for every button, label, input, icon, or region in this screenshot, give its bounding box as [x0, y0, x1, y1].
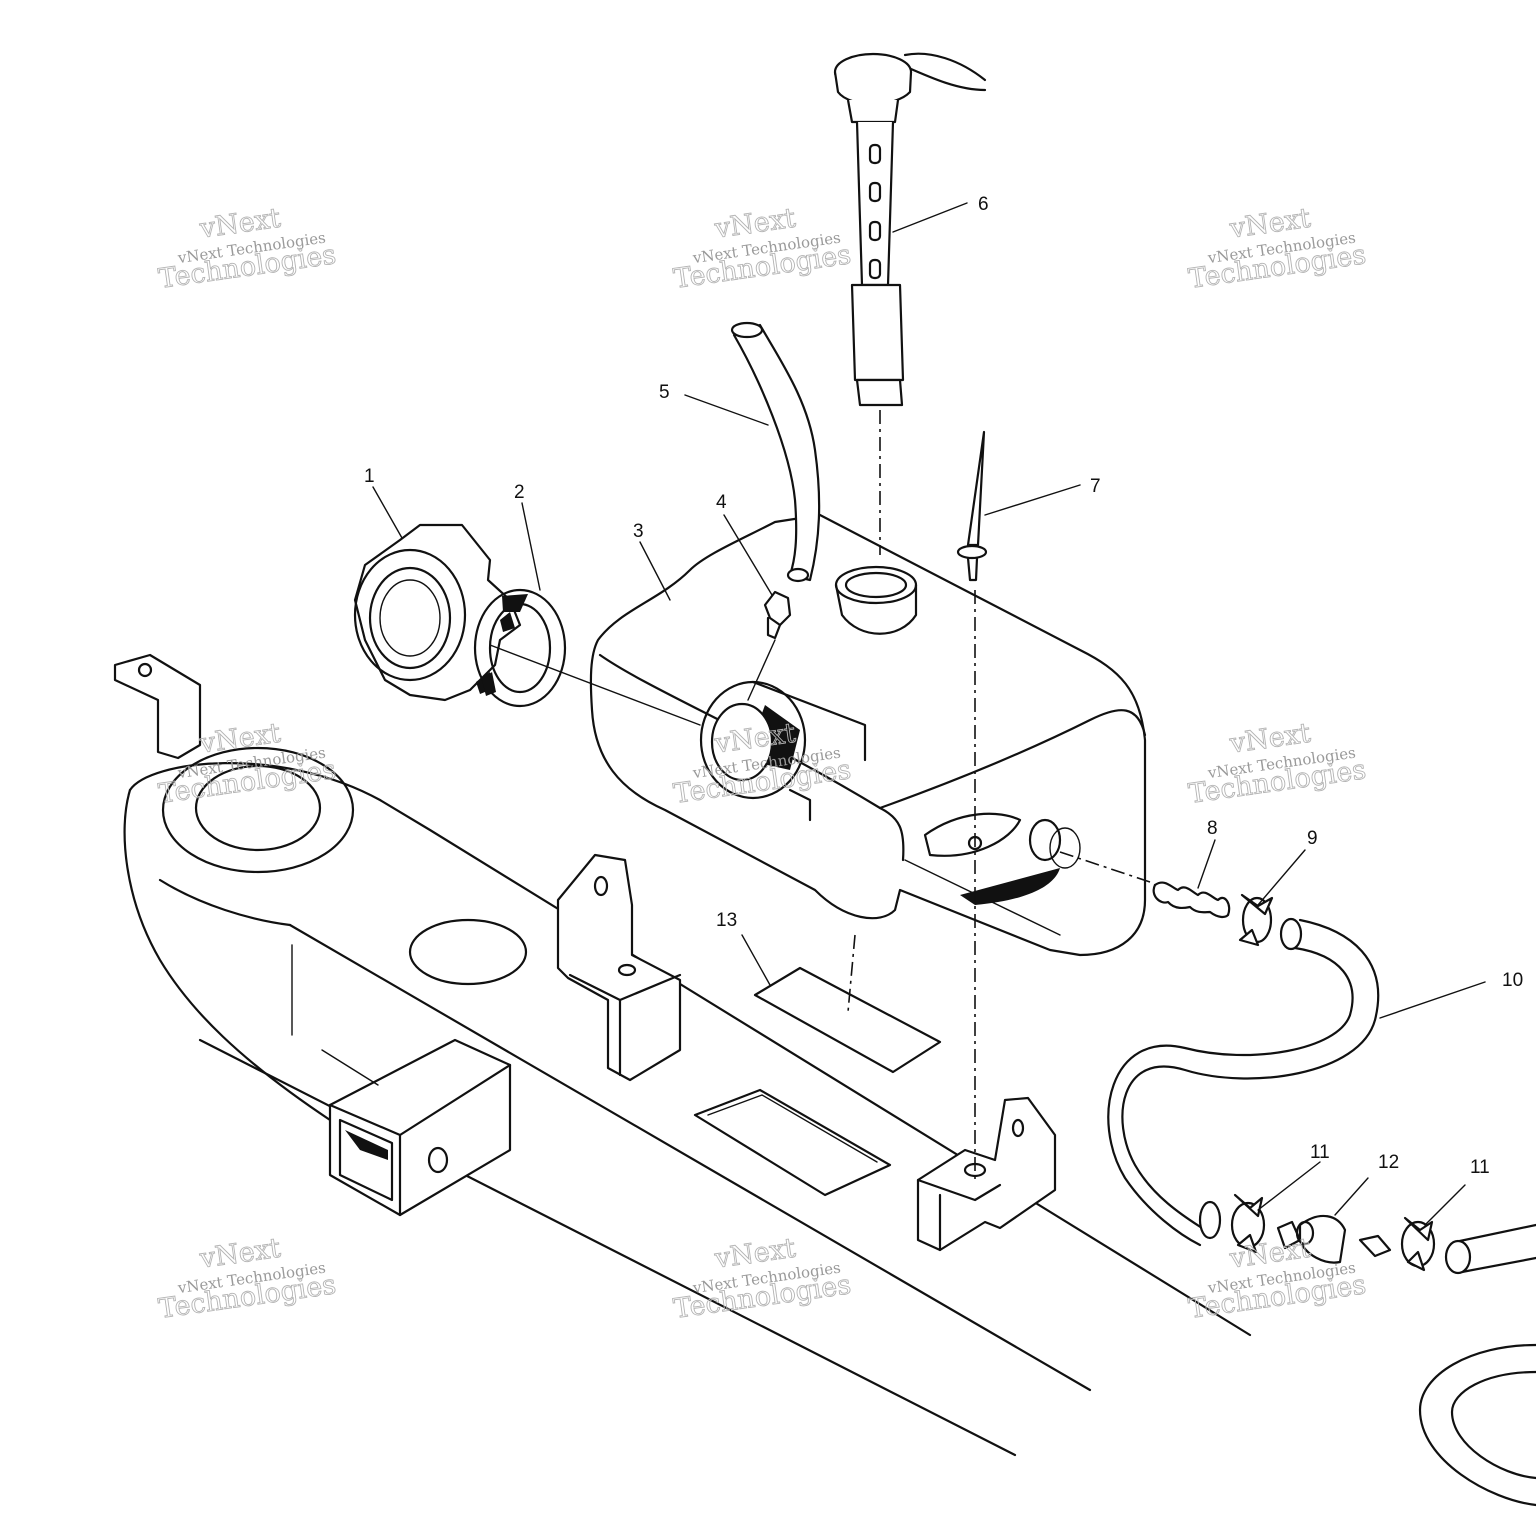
callout-6: 6 — [978, 194, 989, 215]
watermarks: vNext vNext Technologies Technologies vN… — [156, 202, 1368, 1325]
part-11-clamp-left — [1230, 1193, 1266, 1254]
watermark-8: vNext vNext Technologies Technologies — [671, 1232, 853, 1325]
callout-8: 8 — [1207, 818, 1218, 839]
watermark-3: vNext vNext Technologies Technologies — [1186, 202, 1368, 295]
callout-9: 9 — [1307, 828, 1318, 849]
callout-4: 4 — [716, 492, 727, 513]
callout-1: 1 — [364, 466, 375, 487]
watermark-2: vNext vNext Technologies Technologies — [671, 202, 853, 295]
callout-2: 2 — [514, 482, 525, 503]
watermark-7: vNext vNext Technologies Technologies — [156, 1232, 338, 1325]
part-1-cap — [353, 523, 701, 726]
part-2-gasket — [473, 588, 567, 708]
part-10-hose — [1107, 917, 1380, 1247]
callout-3: 3 — [633, 521, 644, 542]
part-5-vent-hose — [730, 321, 821, 583]
part-7-pin — [956, 430, 988, 1180]
output-hose — [1418, 1223, 1536, 1507]
callout-5: 5 — [659, 382, 670, 403]
part-9-clamp — [1238, 893, 1274, 947]
watermark-6: vNext vNext Technologies Technologies — [1186, 717, 1368, 810]
callout-13: 13 — [716, 910, 737, 931]
watermark-1: vNext vNext Technologies Technologies — [156, 202, 338, 295]
callout-12: 12 — [1378, 1152, 1399, 1173]
part-13-pad — [753, 934, 942, 1074]
callout-7: 7 — [1090, 476, 1101, 497]
part-12-filter — [1276, 1214, 1392, 1264]
callout-10: 10 — [1502, 970, 1523, 991]
callout-labels: 1 2 3 4 5 6 7 8 9 10 11 11 12 13 — [364, 194, 1523, 1178]
part-11-clamp-right — [1400, 1216, 1436, 1272]
part-6-dipstick — [833, 52, 987, 555]
part-4-fitting — [747, 590, 792, 701]
part-8-spring — [1059, 851, 1231, 919]
callout-11b: 11 — [1470, 1157, 1490, 1178]
part-3-oil-tank — [589, 513, 1147, 957]
callout-11a: 11 — [1310, 1142, 1330, 1163]
leader-lines — [372, 202, 1486, 1226]
frame-rack — [113, 653, 1252, 1457]
